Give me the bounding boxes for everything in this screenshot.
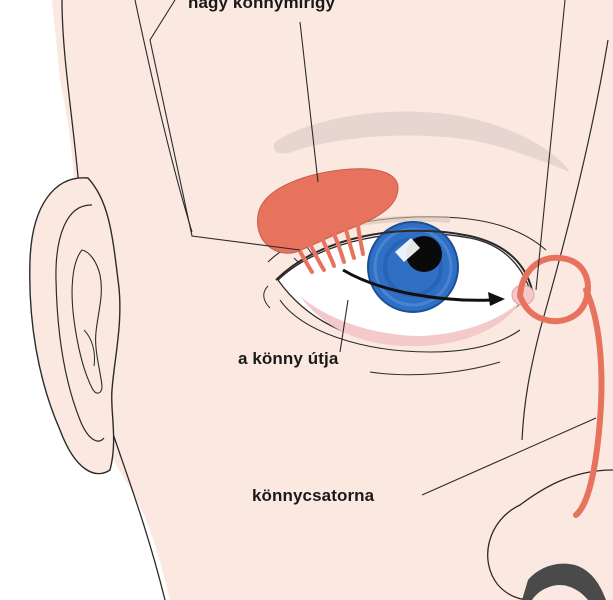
- ear: [30, 178, 120, 474]
- label-tear-duct: könnycsatorna: [252, 486, 374, 506]
- label-lacrimal-gland: nagy könnymirigy: [188, 0, 335, 13]
- label-tear-path: a könny útja: [238, 349, 338, 369]
